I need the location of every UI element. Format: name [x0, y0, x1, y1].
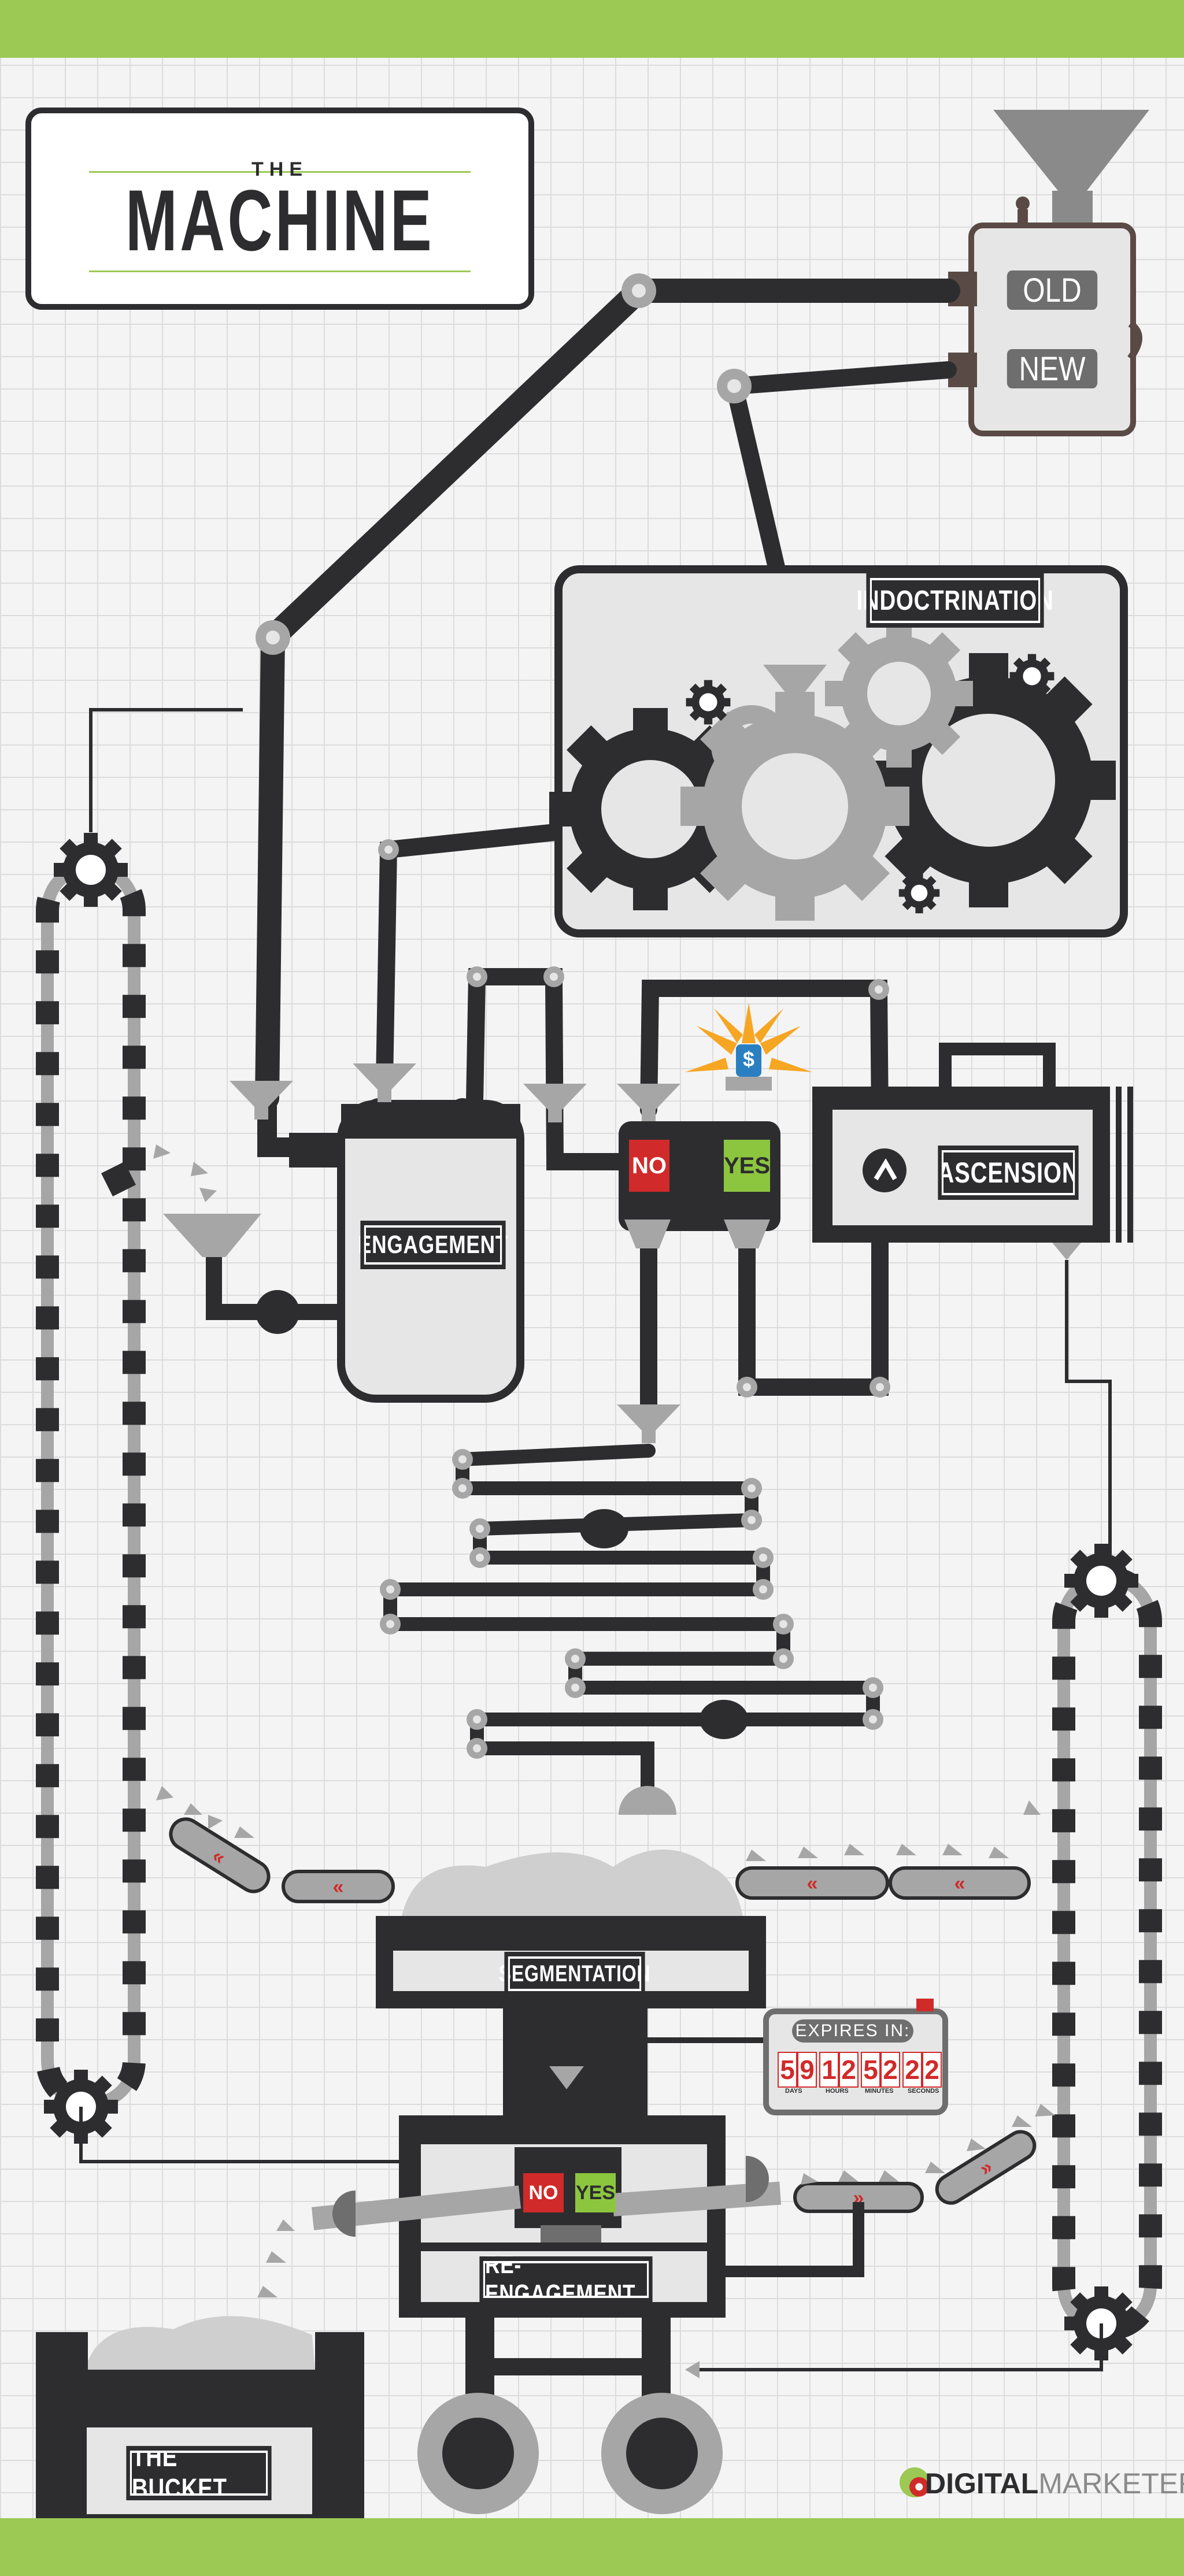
ascension-label: ASCENSION [938, 1146, 1079, 1200]
sorting-conveyors: « « « « » » [169, 1817, 1037, 2213]
re-engagement-label: RE-ENGAGEMENT [479, 2251, 653, 2308]
funnels [163, 1063, 680, 1443]
conveyor-wires [79, 708, 1103, 2371]
triangle-pile-segmentation [399, 1849, 746, 1936]
title-rule-bottom [89, 270, 471, 272]
brand-light: MARKETER [1038, 2467, 1184, 2500]
title-rule-top [89, 171, 471, 173]
re-engagement-machine [311, 2138, 864, 2514]
right-conveyor-chain [1052, 1544, 1162, 2360]
timer-digit: 2 [839, 2052, 859, 2088]
the-bucket-label: THE BUCKET [126, 2442, 272, 2504]
left-conveyor-chain [36, 833, 146, 2144]
timer-digit: 5 [861, 2052, 880, 2088]
segmentation-machine [376, 1916, 769, 2167]
old-button[interactable]: OLD [1007, 270, 1098, 310]
timer-unit-label: DAYS [785, 2088, 802, 2095]
timer-unit-label: SECONDS [908, 2088, 939, 2095]
segmentation-label: SEGMENTATION [499, 1952, 650, 1996]
yes-button-bg [724, 1140, 770, 1192]
timer-digit: 5 [778, 2052, 797, 2088]
top-green-band [0, 0, 1184, 58]
timer-unit-label: HOURS [826, 2088, 849, 2095]
yes-button-bottom-bg [575, 2173, 616, 2212]
timer-unit-label: MINUTES [865, 2088, 894, 2095]
new-button[interactable]: NEW [1007, 349, 1098, 388]
triangle-particles [153, 1144, 1055, 2297]
yes-button-top[interactable]: YES [723, 1152, 771, 1178]
no-button-bg [629, 1140, 669, 1192]
svg-text:«: « [954, 1873, 965, 1895]
brand-bold: DIGITAL [925, 2467, 1039, 2500]
timer-digit: 1 [819, 2052, 839, 2088]
timer-heading: EXPIRES IN: [795, 2021, 911, 2040]
bottom-green-band [0, 2518, 1184, 2576]
indoctrination-panel [549, 565, 1128, 937]
digitalmarketer-gear-logo-icon [900, 2467, 930, 2497]
timer-digit: 2 [880, 2052, 900, 2088]
title-main: MACHINE [125, 172, 435, 269]
ascension-box [812, 1043, 1133, 1555]
svg-text:$: $ [743, 1047, 754, 1071]
no-button-bottom-bg [523, 2173, 564, 2212]
timer-digit: 2 [922, 2052, 942, 2088]
title-small: THE [251, 158, 308, 180]
title-panel: THE MACHINE [25, 108, 534, 310]
no-button-bottom[interactable]: NO [528, 2181, 558, 2204]
engagement-label: ENGAGEMENT [358, 1221, 508, 1269]
timer-digit: 2 [902, 2052, 922, 2088]
yes-button-bottom[interactable]: YES [575, 2181, 616, 2204]
timer-digit: 9 [797, 2052, 817, 2088]
no-button-top[interactable]: NO [632, 1152, 667, 1178]
the-bucket [36, 2332, 364, 2518]
zigzag-pipes [383, 1444, 880, 1799]
svg-text:«: « [333, 1876, 344, 1898]
dollar-siren-icon: $ [685, 1003, 812, 1091]
indoctrination-label: INDOCTRINATION [856, 573, 1053, 628]
svg-text:«: « [807, 1873, 818, 1895]
brand-wordmark: DIGITALMARKETER [925, 2467, 1184, 2500]
zigzag-joints [380, 1449, 883, 1815]
triangle-pile-bucket [87, 2316, 315, 2370]
